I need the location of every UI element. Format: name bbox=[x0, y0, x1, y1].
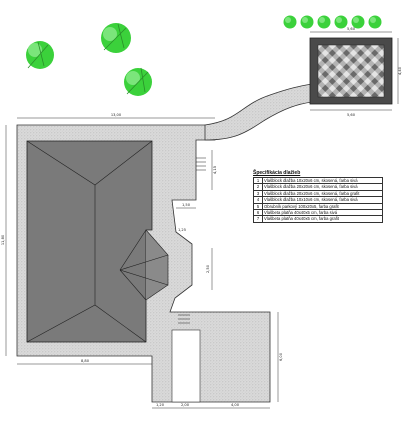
dim-top-width: 13,00 bbox=[111, 113, 122, 117]
dim-step-width: 1,50 bbox=[182, 203, 191, 207]
dim-bottom-left: 8,80 bbox=[81, 359, 90, 363]
driveway-gap bbox=[171, 329, 201, 403]
dim-bottom-c: 4,00 bbox=[231, 403, 240, 407]
shrub-row bbox=[283, 15, 382, 29]
legend-title: Špecifikácia dlažieb bbox=[253, 170, 301, 176]
dim-right-height: 6,00 bbox=[279, 352, 283, 361]
steps bbox=[178, 157, 206, 324]
house-roof bbox=[26, 140, 169, 343]
dim-bottom-a: 1,20 bbox=[156, 403, 165, 407]
legend-text: Obrubník parkový 100x20x5, farba grafit bbox=[262, 202, 383, 211]
tree-icon bbox=[26, 41, 54, 69]
legend-text: Vlašblock dlažba 20x20x6 cm, skosená, fa… bbox=[262, 189, 383, 198]
legend-text: Vlašblock dlažba 20x20x6 cm, skosená, fa… bbox=[262, 183, 383, 191]
tree-icon bbox=[124, 67, 152, 96]
dim-side-mid: 1,25 bbox=[178, 228, 186, 232]
dim-patio-top: 5,60 bbox=[347, 27, 356, 31]
dim-patio-right: 4,40 bbox=[398, 66, 402, 75]
dim-bottom-b: 2,00 bbox=[181, 403, 190, 407]
patio bbox=[309, 37, 393, 105]
legend-text: Vlašbeta platňa 40x40x5 cm, farba grafit bbox=[262, 215, 383, 223]
legend-text: Vlašblock dlažba 10x10x6 cm, skosená, fa… bbox=[262, 196, 383, 204]
curved-path bbox=[204, 83, 313, 141]
tree-icon bbox=[101, 23, 131, 53]
dimension-lines bbox=[5, 31, 399, 409]
legend-text: Vlašblock dlažba 10x20x6 cm, skosená, fa… bbox=[262, 176, 383, 185]
dim-side-short: 4,15 bbox=[213, 166, 217, 174]
dim-notch-height: 2,50 bbox=[206, 264, 210, 273]
legend-num: 7 bbox=[253, 215, 263, 223]
legend-text: Vlašbeta platňa 40x40x5 cm, farba sivá bbox=[262, 208, 383, 217]
dim-patio-bottom: 5,60 bbox=[347, 113, 356, 117]
dim-left-height: 11,80 bbox=[1, 234, 5, 245]
